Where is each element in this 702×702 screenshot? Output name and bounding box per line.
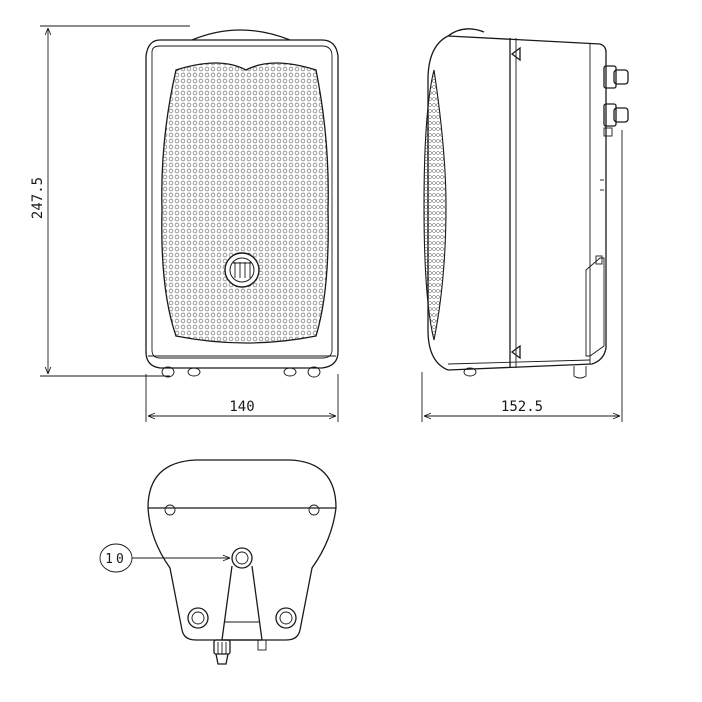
depth-dimension: 152.5 bbox=[421, 130, 623, 422]
depth-label: 152.5 bbox=[501, 399, 543, 415]
width-dimension: 140 bbox=[145, 374, 339, 422]
callout-label: 10 bbox=[105, 552, 127, 567]
bottom-view bbox=[147, 459, 337, 665]
bracket-top-icon bbox=[510, 46, 521, 62]
front-view bbox=[145, 29, 339, 378]
threaded-insert-icon bbox=[231, 547, 253, 569]
knob-upper bbox=[603, 65, 629, 89]
callout-10: 10 bbox=[99, 543, 230, 573]
height-dimension: 247.5 bbox=[30, 25, 190, 377]
front-grille bbox=[161, 62, 329, 344]
knob-lower bbox=[603, 103, 629, 127]
side-view bbox=[423, 28, 629, 379]
bracket-bottom-icon bbox=[510, 344, 521, 360]
width-label: 140 bbox=[229, 399, 254, 415]
height-label: 247.5 bbox=[30, 177, 46, 219]
front-feet bbox=[161, 366, 321, 378]
bottom-knob bbox=[213, 639, 231, 665]
bottom-feet bbox=[187, 607, 297, 629]
logo-badge bbox=[224, 252, 260, 288]
side-grille bbox=[423, 69, 447, 341]
